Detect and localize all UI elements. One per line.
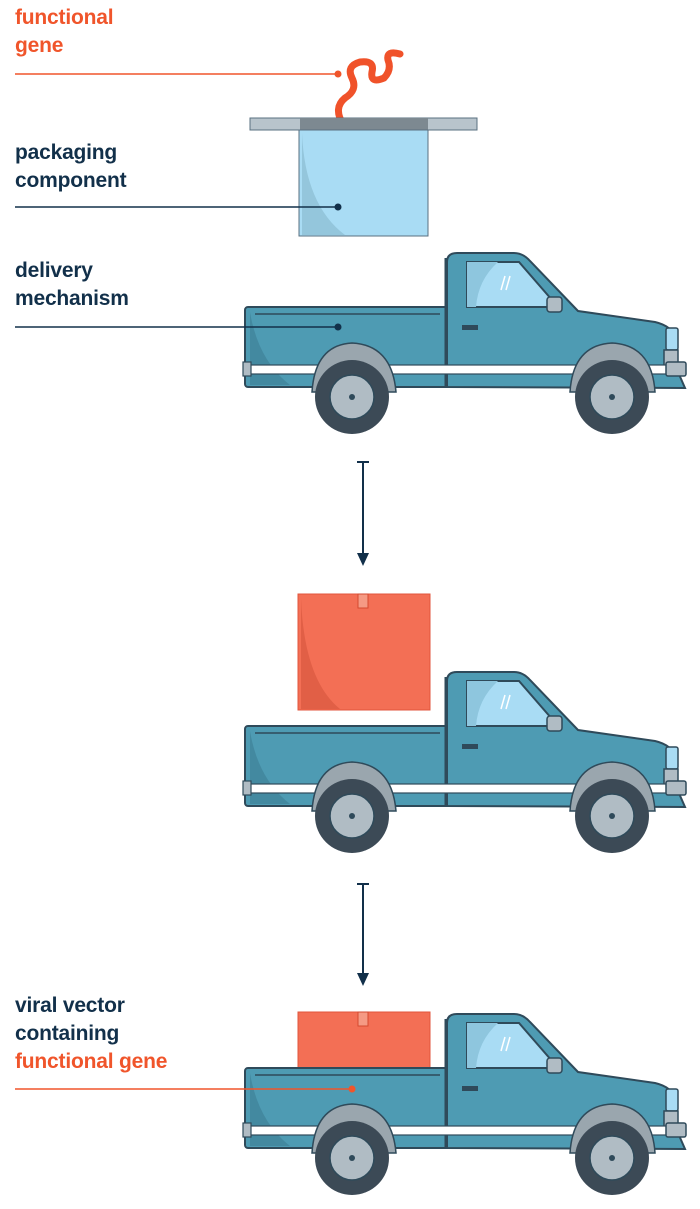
label-packaging-component: packaging component [15, 139, 127, 195]
callout-functional-gene [15, 70, 342, 78]
callout-viral-vector [15, 1085, 356, 1093]
gene-squiggle-icon [335, 49, 404, 128]
orange-package-box-icon [297, 1011, 431, 1073]
label-line: delivery [15, 259, 93, 282]
label-viral-vector: viral vector containing functional gene [15, 992, 167, 1076]
down-arrow-icon [357, 883, 369, 986]
label-delivery-mechanism: delivery mechanism [15, 257, 129, 313]
label-line: functional [15, 6, 114, 29]
label-line: mechanism [15, 287, 129, 310]
pickup-truck-icon [241, 251, 688, 436]
label-line-highlight: functional gene [15, 1050, 168, 1073]
callout-delivery-mechanism [15, 323, 342, 331]
label-line: viral vector [15, 994, 125, 1017]
orange-package-box-icon [297, 593, 431, 711]
label-line: gene [15, 34, 64, 57]
down-arrow-icon [357, 461, 369, 566]
label-line: packaging [15, 141, 118, 164]
package-box-icon [249, 117, 478, 237]
label-line: containing [15, 1022, 120, 1045]
callout-packaging-component [15, 203, 342, 211]
label-functional-gene: functional gene [15, 4, 114, 60]
label-line: component [15, 169, 127, 192]
